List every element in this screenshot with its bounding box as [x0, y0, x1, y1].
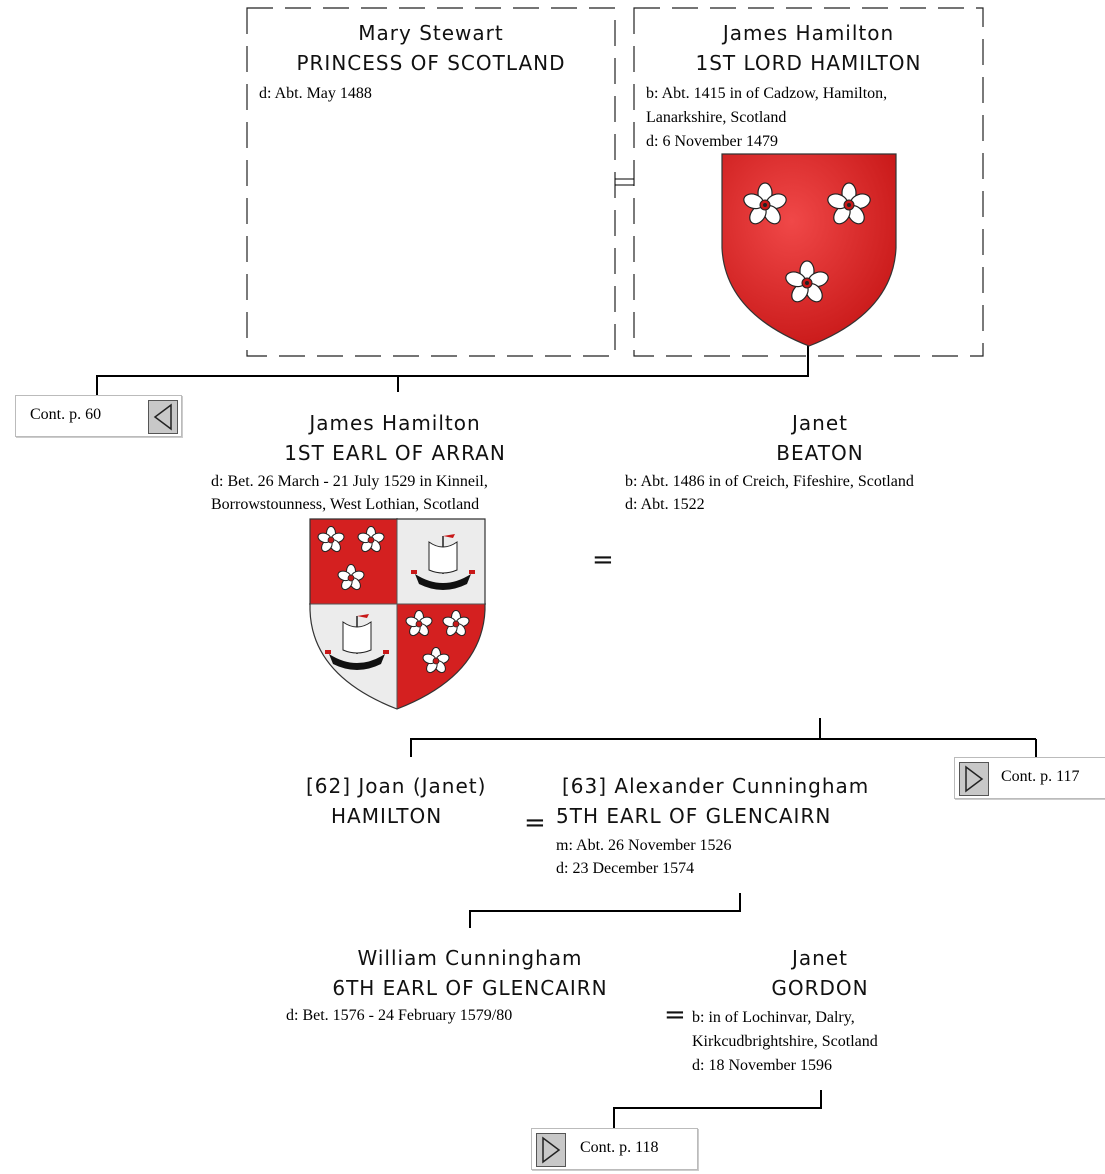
person-title: 5TH EARL OF GLENCAIRN — [556, 804, 832, 828]
person-fact: d: Bet. 26 March - 21 July 1529 in Kinne… — [211, 473, 488, 490]
person-fact: Lanarkshire, Scotland — [646, 109, 787, 126]
person-fact: b: Abt. 1486 in of Creich, Fifeshire, Sc… — [625, 473, 914, 490]
person-title: 6TH EARL OF GLENCAIRN — [332, 976, 608, 1000]
person-fact: b: in of Lochinvar, Dalry, — [692, 1009, 855, 1026]
person-fact: m: Abt. 26 November 1526 — [556, 837, 732, 854]
marriage-symbol: = — [664, 1000, 686, 1030]
person-given-name: [62] Joan (Janet) — [306, 774, 487, 798]
person-title: 1ST LORD HAMILTON — [695, 51, 922, 75]
person-fact: d: 6 November 1479 — [646, 133, 778, 150]
person-given-name: James Hamilton — [722, 21, 895, 45]
person-given-name: Janet — [792, 946, 848, 970]
person-title: GORDON — [771, 976, 869, 1000]
person-title: PRINCESS OF SCOTLAND — [296, 51, 566, 75]
person-given-name: [63] Alexander Cunningham — [562, 774, 870, 798]
person-title: BEATON — [776, 441, 864, 465]
person-fact: d: Abt. May 1488 — [259, 85, 372, 102]
person-given-name: Mary Stewart — [358, 21, 504, 45]
arran-coat-of-arms — [309, 518, 486, 710]
person-fact: d: Bet. 1576 - 24 February 1579/80 — [286, 1007, 513, 1024]
person-given-name: Janet — [792, 411, 848, 435]
person-fact: d: 18 November 1596 — [692, 1057, 832, 1074]
person-fact: b: Abt. 1415 in of Cadzow, Hamilton, — [646, 85, 888, 102]
continuation-link-p118[interactable]: Cont. p. 118 — [531, 1128, 698, 1170]
hamilton-coat-of-arms — [721, 153, 897, 347]
continuation-link-p60[interactable]: Cont. p. 60 — [15, 395, 182, 437]
continuation-label: Cont. p. 60 — [30, 406, 102, 423]
marriage-symbol: = — [524, 808, 546, 838]
person-fact: Kirkcudbrightshire, Scotland — [692, 1033, 878, 1050]
person-title: 1ST EARL OF ARRAN — [284, 441, 506, 465]
continuation-label: Cont. p. 118 — [580, 1139, 659, 1156]
person-title: HAMILTON — [331, 804, 443, 828]
person-fact: d: Abt. 1522 — [625, 496, 705, 513]
left-triangle-icon[interactable] — [148, 400, 178, 434]
right-triangle-icon[interactable] — [959, 762, 989, 796]
continuation-label: Cont. p. 117 — [1001, 768, 1080, 785]
right-triangle-icon[interactable] — [536, 1133, 566, 1167]
person-given-name: James Hamilton — [309, 411, 481, 435]
marriage-symbol: = — [592, 545, 614, 575]
person-given-name: William Cunningham — [357, 946, 583, 970]
person-fact: d: 23 December 1574 — [556, 860, 695, 877]
person-fact: Borrowstounness, West Lothian, Scotland — [211, 496, 480, 513]
continuation-link-p117[interactable]: Cont. p. 117 — [954, 757, 1105, 799]
